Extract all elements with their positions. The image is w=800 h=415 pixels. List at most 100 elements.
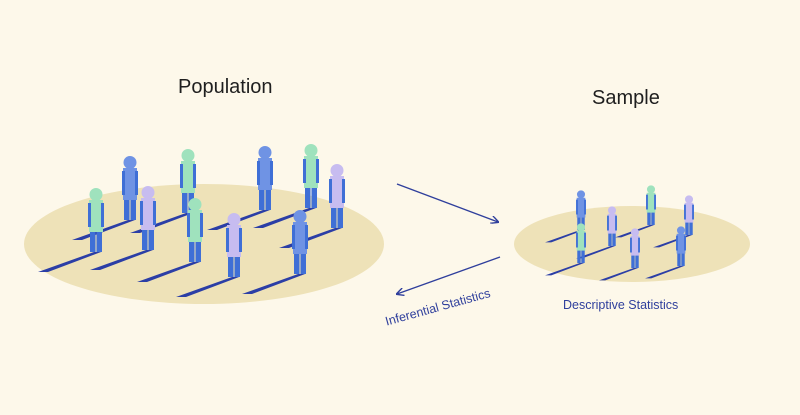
population-people [38,144,345,297]
person-figure [645,226,686,279]
person-torso [181,161,195,193]
person-arm [684,235,686,251]
person-torso [676,233,686,254]
person-torso [258,158,272,190]
person-torso [684,202,694,223]
person-leg [677,252,681,266]
person-shadow [599,268,639,281]
person-figure [242,210,308,294]
person-leg [265,188,271,210]
person-figure [545,223,586,276]
person-shadow [90,250,153,270]
person-leg [331,206,337,228]
person-arm [303,159,306,183]
person-leg [612,232,616,246]
person-shadow [576,246,616,259]
person-arm [187,213,190,237]
person-leg [305,186,311,208]
person-head [646,185,656,194]
person-leg [685,221,689,235]
person-leg [577,216,581,230]
person-head [676,226,686,235]
person-shadow [38,252,101,272]
person-leg [195,240,201,262]
person-head [293,210,307,223]
person-arm [193,164,196,188]
person-head [607,206,617,215]
person-torso [607,213,617,234]
person-head [89,188,103,201]
person-figure [545,190,586,243]
person-leg [300,252,306,274]
person-figure [599,228,640,281]
person-arm [153,201,156,225]
person-arm [257,161,260,185]
person-arm [226,228,229,252]
person-torso [330,176,344,208]
person-leg [124,198,130,220]
person-leg [581,249,585,263]
person-arm [638,237,640,253]
inference-arrow [397,256,501,294]
person-arm [584,232,586,248]
person-arm [692,204,694,220]
person-head [181,149,195,162]
person-head [123,156,137,169]
person-head [227,213,241,226]
person-arm [576,199,578,215]
person-arm [305,225,308,249]
person-leg [635,254,639,268]
person-head [188,198,202,211]
person-arm [200,213,203,237]
person-figure [90,186,156,270]
person-arm [646,194,648,210]
person-leg [130,198,136,220]
person-torso [304,156,318,188]
person-leg [337,206,343,228]
person-arm [576,232,578,248]
person-leg [631,254,635,268]
person-torso [293,222,307,254]
person-arm [584,199,586,215]
person-head [141,186,155,199]
person-arm [101,203,104,227]
person-leg [234,255,240,277]
person-arm [342,179,345,203]
person-arm [239,228,242,252]
person-arm [615,215,617,231]
person-figure [38,188,104,272]
person-leg [228,255,234,277]
person-arm [329,179,332,203]
person-shadow [137,262,200,282]
person-torso [576,197,586,218]
person-torso [646,192,656,213]
person-arm [630,237,632,253]
person-head [684,195,694,204]
person-torso [630,235,640,256]
person-torso [576,230,586,251]
person-head [576,190,586,199]
person-shadow [545,263,585,276]
person-leg [651,211,655,225]
person-leg [259,188,265,210]
person-figure [576,206,617,259]
person-leg [148,228,154,250]
person-leg [90,230,96,252]
person-leg [96,230,102,252]
person-leg [608,232,612,246]
person-head [330,164,344,177]
person-arm [654,194,656,210]
person-head [630,228,640,237]
person-arm [684,204,686,220]
person-shadow [545,230,585,243]
person-leg [189,240,195,262]
person-shadow [242,274,305,294]
sampling-arrow [396,183,498,222]
person-head [258,146,272,159]
person-arm [607,215,609,231]
person-arm [135,171,138,195]
person-leg [142,228,148,250]
person-leg [689,221,693,235]
